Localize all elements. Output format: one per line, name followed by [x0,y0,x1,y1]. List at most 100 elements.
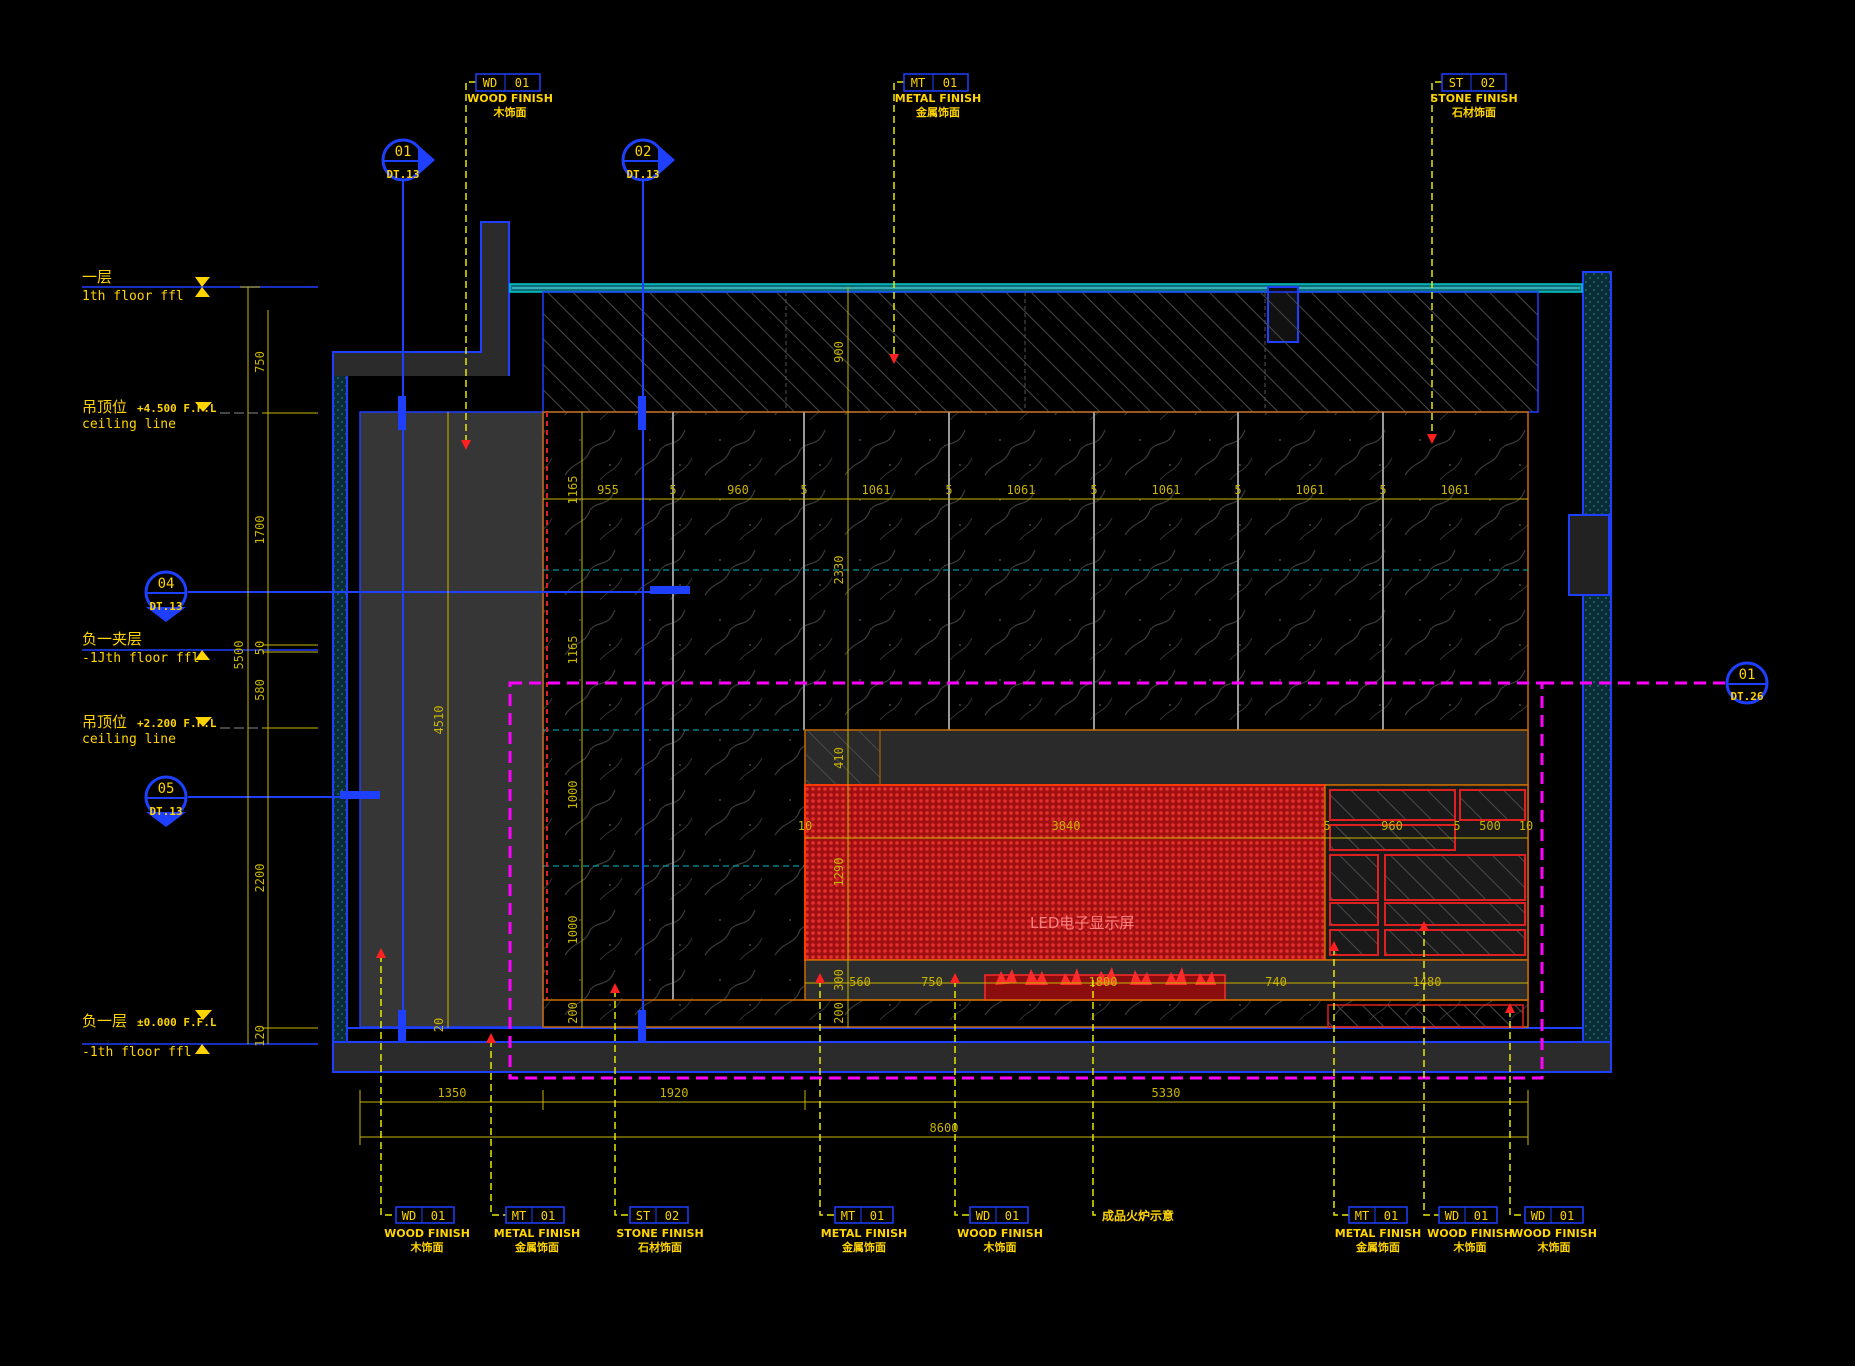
svg-text:2200: 2200 [253,864,267,893]
marker-ticks [340,396,690,1042]
section-box [508,681,1730,1080]
level-mezzanine-en: -1Jth floor ffl [82,651,199,666]
level-markers [195,277,212,1054]
svg-text:580: 580 [253,679,267,701]
svg-text:金属饰面: 金属饰面 [841,1240,886,1254]
svg-text:2330: 2330 [832,556,846,585]
svg-text:20: 20 [432,1018,446,1032]
svg-text:木饰面: 木饰面 [410,1240,444,1254]
svg-text:STONE FINISH: STONE FINISH [616,1227,703,1240]
svg-text:200: 200 [566,1002,580,1024]
svg-text:5500: 5500 [232,641,246,670]
bottom-tag-9: WD 01 WOOD FINISH 木饰面 [1511,1206,1597,1254]
svg-text:WOOD FINISH: WOOD FINISH [467,92,553,105]
upper-hatch-band [542,291,1539,413]
cabinet: LED电子显示屏 [543,729,1529,1028]
led-label: LED电子显示屏 [1030,914,1134,932]
svg-text:石材饰面: 石材饰面 [637,1240,682,1254]
svg-text:DT.13: DT.13 [149,600,182,613]
section-marker-05: 05 DT.13 [144,775,188,827]
bottom-tag-2: MT 01 METAL FINISH 金属饰面 [494,1206,581,1254]
svg-text:WD: WD [976,1209,990,1223]
upper-band-joints [785,292,1266,412]
svg-text:1061: 1061 [862,483,891,497]
level-basement-ffl: ±0.000 F.F.L [137,1016,217,1029]
svg-text:900: 900 [832,341,846,363]
svg-text:1061: 1061 [1007,483,1036,497]
level-ceiling-lower-en: ceiling line [82,732,176,747]
bottom-tag-arrows [376,921,1515,1043]
bottom-tag-3: ST 02 STONE FINISH 石材饰面 [616,1206,704,1254]
svg-text:955: 955 [597,483,619,497]
level-ceiling-upper-ffl: +4.500 F.F.L [137,402,217,415]
svg-text:500: 500 [1479,819,1501,833]
svg-text:WOOD FINISH: WOOD FINISH [384,1227,470,1240]
svg-text:1000: 1000 [566,781,580,810]
svg-text:01: 01 [1474,1209,1488,1223]
svg-text:750: 750 [253,351,267,373]
svg-text:1165: 1165 [566,476,580,505]
marker-leaders [188,178,690,1040]
svg-text:WOOD FINISH: WOOD FINISH [957,1227,1043,1240]
stone-joints [672,412,1384,1000]
level-first-floor-en: 1th floor ffl [82,289,184,304]
svg-text:5: 5 [1453,819,1460,833]
top-tag-st: ST 02 STONE FINISH 石材饰面 [1430,73,1518,119]
svg-text:成品火炉示意: 成品火炉示意 [1102,1208,1174,1223]
svg-text:石材饰面: 石材饰面 [1451,105,1496,119]
svg-text:金属饰面: 金属饰面 [1355,1240,1400,1254]
svg-text:01: 01 [395,144,412,160]
svg-text:METAL FINISH: METAL FINISH [821,1227,908,1240]
svg-text:5330: 5330 [1152,1086,1181,1100]
svg-text:01: 01 [870,1209,884,1223]
bottom-tag-leaders [380,928,1525,1216]
svg-text:8600: 8600 [930,1121,959,1135]
svg-text:ST: ST [636,1209,650,1223]
svg-text:01: 01 [515,76,529,90]
svg-text:200: 200 [832,1002,846,1024]
bottom-tag-7: MT 01 METAL FINISH 金属饰面 [1335,1206,1422,1254]
level-mezzanine-cn: 负一夹层 [82,630,142,648]
svg-text:5: 5 [945,483,952,497]
section-marker-04: 04 DT.13 [144,570,188,622]
svg-text:750: 750 [921,975,943,989]
svg-text:WD: WD [483,76,497,90]
svg-text:05: 05 [158,781,175,797]
svg-text:50: 50 [253,641,267,655]
svg-text:MT: MT [911,76,925,90]
dims-left: 750 1700 50 580 2200 120 5500 4510 20 90… [232,341,846,1047]
svg-text:01: 01 [541,1209,555,1223]
svg-text:金属饰面: 金属饰面 [915,105,960,119]
bottom-tag-4: MT 01 METAL FINISH 金属饰面 [821,1206,908,1254]
svg-text:1350: 1350 [438,1086,467,1100]
svg-text:METAL FINISH: METAL FINISH [494,1227,581,1240]
top-tag-mt: MT 01 METAL FINISH 金属饰面 [895,73,982,119]
svg-text:WD: WD [402,1209,416,1223]
svg-text:01: 01 [1739,667,1756,683]
svg-text:METAL FINISH: METAL FINISH [895,92,982,105]
bottom-tag-fireplace: 成品火炉示意 [1102,1208,1174,1223]
svg-text:1480: 1480 [1413,975,1442,989]
svg-text:木饰面: 木饰面 [493,105,527,119]
svg-text:10: 10 [798,819,812,833]
svg-text:1700: 1700 [253,516,267,545]
svg-text:1000: 1000 [566,916,580,945]
svg-text:1061: 1061 [1296,483,1325,497]
level-ceiling-lower-cn: 吊顶位 [82,713,127,731]
bottom-tag-8: WD 01 WOOD FINISH 木饰面 [1427,1206,1513,1254]
level-ceiling-upper-en: ceiling line [82,417,176,432]
svg-text:MT: MT [512,1209,526,1223]
svg-text:METAL FINISH: METAL FINISH [1335,1227,1422,1240]
svg-text:5: 5 [1090,483,1097,497]
svg-text:3840: 3840 [1052,819,1081,833]
svg-text:DT.13: DT.13 [626,168,659,181]
svg-text:01: 01 [1005,1209,1019,1223]
svg-text:木饰面: 木饰面 [1453,1240,1487,1254]
svg-text:WOOD FINISH: WOOD FINISH [1511,1227,1597,1240]
svg-text:MT: MT [1355,1209,1369,1223]
svg-text:MT: MT [841,1209,855,1223]
svg-text:木饰面: 木饰面 [983,1240,1017,1254]
svg-text:1290: 1290 [832,858,846,887]
fireplace-flames [995,967,1216,985]
svg-text:木饰面: 木饰面 [1537,1240,1571,1254]
